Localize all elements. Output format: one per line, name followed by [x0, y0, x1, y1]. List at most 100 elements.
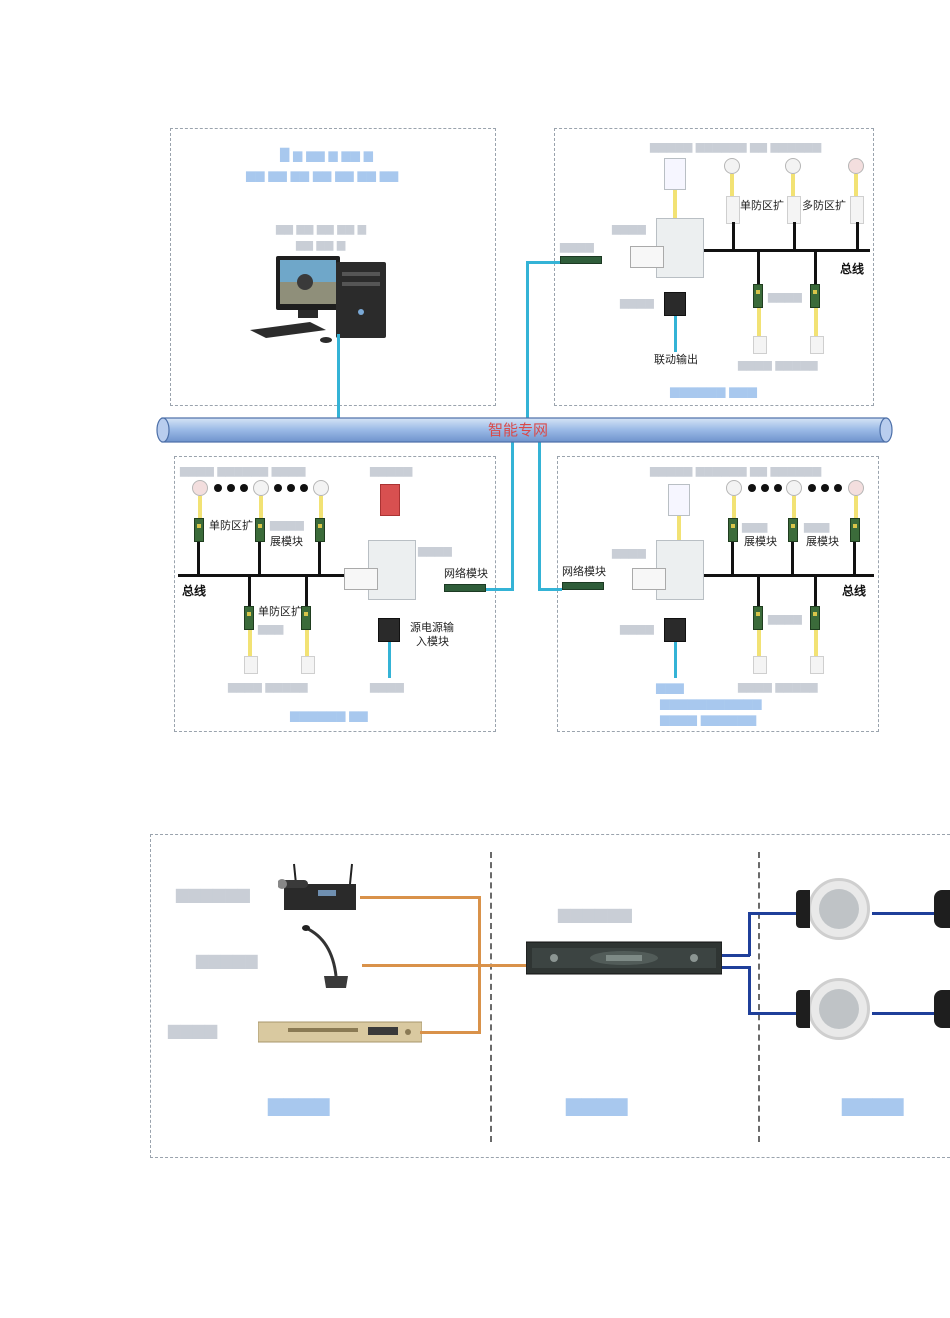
- wire: [814, 308, 818, 336]
- dot: [761, 484, 769, 492]
- faint-caption: ▆▆▆▆: [566, 1092, 628, 1116]
- wire: [248, 630, 252, 656]
- speaker-cable: [748, 912, 798, 915]
- keypad-panel: [344, 568, 378, 590]
- wire: [305, 630, 309, 656]
- connector-network-to-bottom-right-h: [538, 588, 562, 591]
- label-single-zone: 单防区扩: [740, 199, 784, 212]
- speaker-cable: [748, 1012, 798, 1015]
- speaker-bracket: [934, 990, 950, 1028]
- wire: [757, 308, 761, 336]
- audio-cable: [362, 964, 526, 967]
- detector-icon: [724, 158, 740, 174]
- bus-drop: [853, 542, 856, 576]
- output-line: [674, 316, 677, 352]
- faint-caption: ▆▆ ▆▆ ▆: [296, 238, 346, 251]
- bus-label: 总线: [840, 262, 865, 276]
- network-module: [444, 584, 486, 592]
- bus-drop: [258, 542, 261, 576]
- wire: [854, 174, 858, 196]
- label-link-output: 联动输出: [654, 353, 698, 366]
- speaker-bracket: [934, 890, 950, 928]
- output-line: [388, 642, 391, 678]
- wire: [814, 630, 818, 656]
- audio-cable: [360, 896, 480, 899]
- detector-icon: [726, 480, 742, 496]
- speaker-bracket: [796, 990, 810, 1028]
- wire: [730, 174, 734, 196]
- dot: [300, 484, 308, 492]
- label-power-input-2: 入模块: [416, 635, 449, 648]
- strobe-siren: [380, 484, 400, 516]
- bus-drop: [814, 250, 817, 284]
- wire: [792, 496, 796, 518]
- bus-line: [704, 249, 870, 252]
- dot: [274, 484, 282, 492]
- faint-caption: ▆▆▆▆ ▆▆▆▆▆▆: [660, 712, 757, 726]
- ceiling-speaker-icon: [808, 878, 870, 940]
- bus-drop: [856, 222, 859, 250]
- alarm-button-icon: [192, 480, 208, 496]
- audio-cable: [420, 1031, 480, 1034]
- wire: [673, 190, 677, 220]
- bus-drop: [793, 222, 796, 250]
- zone-module: [850, 518, 860, 542]
- faint-caption: ▆▆▆▆: [370, 680, 404, 693]
- faint-caption: ▆▆ ▆▆ ▆▆ ▆▆ ▆▆ ▆▆ ▆▆: [246, 168, 399, 182]
- network-module: [560, 256, 602, 264]
- panel-subcenter-bottom-left: [174, 456, 496, 732]
- faint-caption: ▆▆▆▆▆▆ ▆▆: [290, 708, 368, 722]
- dot: [748, 484, 756, 492]
- speaker-cable: [748, 966, 751, 1014]
- detector-icon: [786, 480, 802, 496]
- dot: [287, 484, 295, 492]
- faint-caption: ▆▆▆▆▆ ▆▆▆▆▆▆ ▆▆ ▆▆▆▆▆▆: [650, 464, 822, 477]
- dot: [227, 484, 235, 492]
- expansion-unit: [850, 196, 864, 224]
- bus-drop: [814, 576, 817, 606]
- zone-module: [728, 518, 738, 542]
- faint-caption: ▆▆▆▆: [620, 296, 654, 309]
- wire: [198, 496, 202, 518]
- bus-label: 总线: [842, 584, 867, 598]
- faint-caption: ▆▆▆▆ ▆▆▆▆▆: [228, 680, 308, 693]
- zone-module: [788, 518, 798, 542]
- speaker-bracket: [796, 890, 810, 928]
- siren-device: [664, 158, 686, 190]
- zone-module: [194, 518, 204, 542]
- label-multi-zone: 多防区扩: [802, 199, 846, 212]
- bus-drop: [197, 542, 200, 576]
- connector-network-to-bottom-right: [538, 440, 541, 590]
- zone-module: [315, 518, 325, 542]
- faint-caption: ▆▆▆▆: [842, 1092, 904, 1116]
- label-single-zone: 单防区扩: [209, 519, 253, 532]
- label-network-module: 网络模块: [444, 567, 488, 580]
- label-network-module: 网络模块: [562, 565, 606, 578]
- detector-icon: [313, 480, 329, 496]
- dot: [821, 484, 829, 492]
- faint-caption: ▆▆▆▆ ▆▆▆▆▆▆ ▆▆▆▆: [180, 464, 306, 477]
- speaker-cable: [722, 966, 750, 969]
- faint-caption: ▆▆▆▆ ▆▆▆▆▆: [738, 358, 818, 371]
- label-power-input: 源电源输: [410, 621, 454, 634]
- gooseneck-microphone-icon: [302, 924, 352, 992]
- faint-caption: ▆▆▆▆▆▆▆▆▆▆▆: [660, 696, 762, 710]
- faint-caption: ▆▆▆▆▆▆: [558, 904, 632, 923]
- faint-caption: ▆▆ ▆▆ ▆▆ ▆▆ ▆: [276, 222, 367, 235]
- dvd-player-icon: [257, 1020, 423, 1044]
- amplifier-icon: [525, 940, 723, 976]
- connector-network-to-top-right: [526, 261, 529, 421]
- wire: [757, 630, 761, 656]
- faint-caption: ▆▆▆: [804, 520, 830, 533]
- computer-icon: [250, 252, 390, 344]
- detector-device: [753, 656, 767, 674]
- faint-caption: ▆▆▆: [742, 520, 768, 533]
- faint-caption: ▆▆▆▆: [270, 518, 304, 531]
- panel-pa-system: [150, 834, 950, 1158]
- speaker-cable: [872, 912, 936, 915]
- relay-controller: [664, 292, 686, 316]
- faint-caption: ▆▆▆▆: [768, 612, 802, 625]
- section-divider: [490, 852, 492, 1142]
- detector-icon: [785, 158, 801, 174]
- siren-device: [668, 484, 690, 516]
